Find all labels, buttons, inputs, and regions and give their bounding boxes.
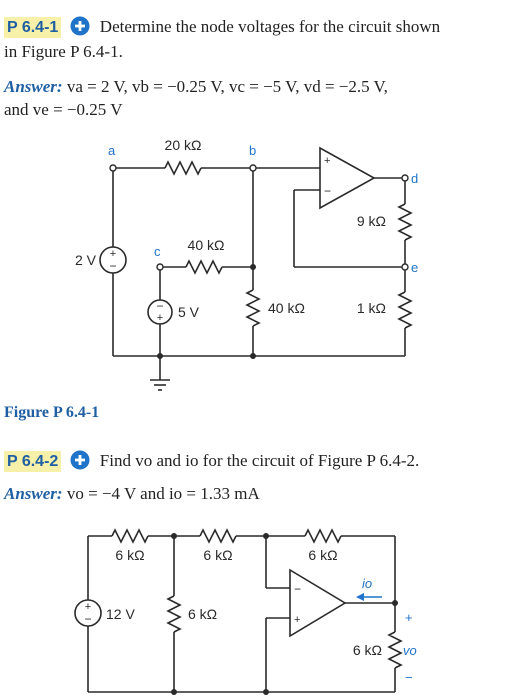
problem-number: P 6.4-1 [4, 17, 62, 38]
node-label-a: a [108, 143, 116, 158]
plus-circle-icon[interactable] [70, 16, 90, 36]
voltage-source-5v: − + [147, 299, 173, 325]
svg-text:−: − [294, 582, 301, 596]
problem-text: Determine the node voltages for the circ… [99, 17, 441, 36]
svg-text:+: + [324, 155, 330, 167]
vo-minus: − [405, 670, 413, 685]
node-label-c: c [154, 244, 161, 259]
resistor-label-20k: 20 kΩ [165, 137, 202, 153]
problem-2-heading: P 6.4-2 Find vo and io for the circuit o… [4, 450, 419, 472]
voltage-source-2v: + − [99, 246, 127, 274]
resistor-label-40k-c: 40 kΩ [188, 237, 225, 253]
answer-values: va = 2 V, vb = −0.25 V, vc = −5 V, vd = … [66, 77, 388, 96]
answer-values: vo = −4 V and io = 1.33 mA [66, 484, 260, 503]
svg-text:−: − [324, 184, 331, 198]
source-label-12v: 12 V [106, 606, 135, 622]
problem-text-line2: in Figure P 6.4-1. [4, 42, 123, 61]
node-label-b: b [249, 143, 256, 158]
answer-2: Answer: vo = −4 V and io = 1.33 mA [4, 483, 260, 504]
answer-label: Answer: [4, 77, 63, 96]
answer-label: Answer: [4, 484, 63, 503]
resistor-label-40k-b: 40 kΩ [268, 300, 305, 316]
problem-1-heading: P 6.4-1 Determine the node voltages for … [4, 16, 440, 38]
resistor-label-r3: 6 kΩ [308, 547, 337, 563]
svg-text:+: + [110, 248, 116, 260]
voltage-source-12v: + − [74, 599, 102, 627]
answer-1: Answer: va = 2 V, vb = −0.25 V, vc = −5 … [4, 76, 388, 97]
resistor-label-1k: 1 kΩ [357, 300, 386, 316]
problem-text: Find vo and io for the circuit of Figure… [99, 451, 420, 470]
answer-1-line2: and ve = −0.25 V [4, 100, 123, 119]
circuit-figure-1: + − − + + − a b c d e 20 kΩ 40 kΩ 40 kΩ … [75, 137, 418, 391]
svg-text:−: − [84, 612, 91, 626]
plus-circle-icon[interactable] [70, 450, 90, 470]
problem-number: P 6.4-2 [4, 451, 62, 472]
svg-text:−: − [109, 259, 116, 273]
source-label-2v: 2 V [75, 252, 97, 268]
vo-plus: + [405, 610, 413, 625]
node-label-e: e [411, 260, 418, 275]
resistor-label-r4: 6 kΩ [188, 606, 217, 622]
resistor-label-r1: 6 kΩ [115, 547, 144, 563]
resistor-label-r5: 6 kΩ [353, 642, 382, 658]
svg-text:+: + [85, 601, 91, 613]
voltage-label-vo: vo [403, 643, 417, 658]
source-label-5v: 5 V [178, 304, 200, 320]
svg-text:+: + [294, 614, 300, 626]
resistor-label-9k: 9 kΩ [357, 213, 386, 229]
svg-text:+: + [157, 312, 163, 324]
resistor-label-r2: 6 kΩ [203, 547, 232, 563]
figure-caption: Figure P 6.4-1 [4, 404, 100, 421]
node-label-d: d [411, 171, 418, 186]
current-label-io: io [362, 576, 372, 591]
svg-text:−: − [156, 299, 163, 313]
